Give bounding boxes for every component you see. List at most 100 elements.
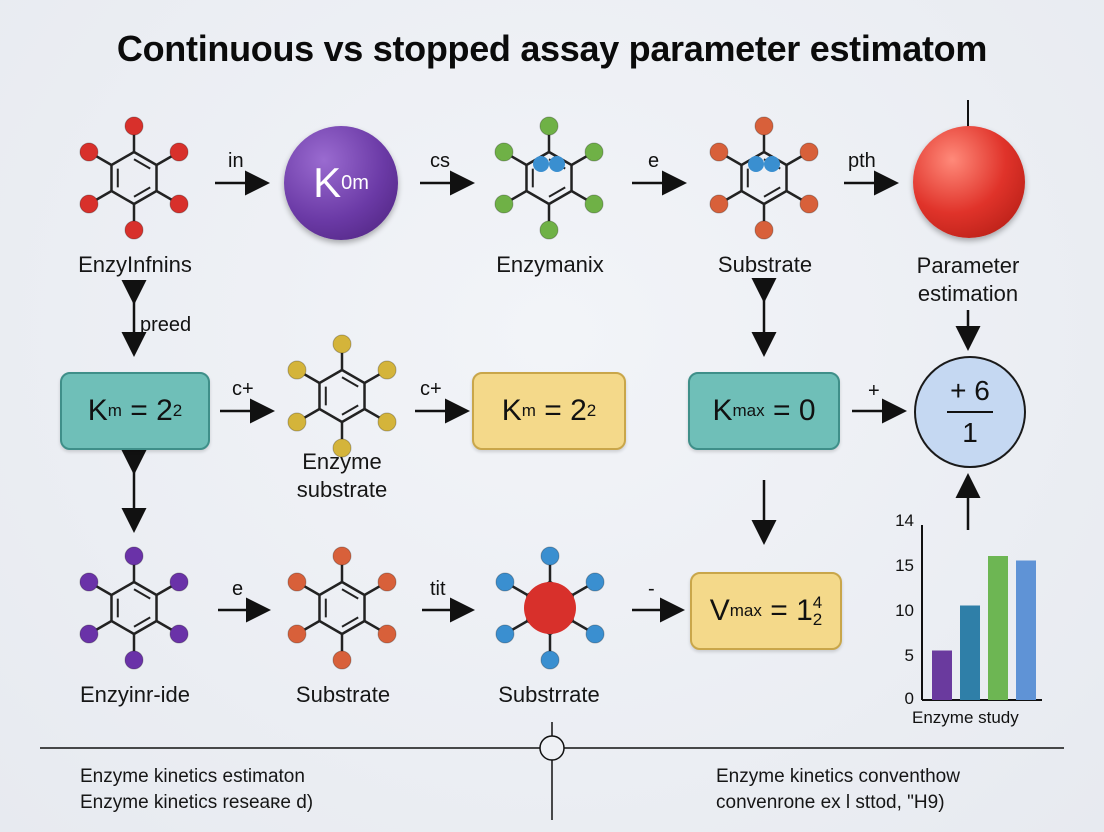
arrow-label-preed: preed	[140, 314, 192, 336]
row2-mol-label-line2: substrate	[296, 477, 388, 502]
atom-icon	[79, 194, 99, 214]
row1-sphere-label-line2: estimation	[917, 281, 1019, 306]
center-sphere-icon	[524, 582, 576, 634]
atom-icon	[799, 142, 819, 162]
atom-icon	[540, 546, 560, 566]
arrow-label-c-plus-1: c+	[232, 378, 254, 400]
molecule-row1-2	[494, 116, 604, 240]
chart-y-tick: 0	[905, 689, 914, 708]
atom-icon	[169, 194, 189, 214]
chart-bar	[932, 650, 952, 700]
row1-mol3-label: Substrate	[717, 252, 813, 277]
row3-mol3-label: Substrrate	[498, 682, 600, 707]
vmax-box-sup: 4	[812, 593, 823, 612]
footer-right: Enzyme kinetics conventhow convenrone ex…	[716, 764, 960, 816]
red-sphere-icon	[913, 126, 1025, 238]
arrow-label-dash: -	[648, 578, 655, 600]
atom-icon	[79, 624, 99, 644]
atom-icon	[494, 194, 514, 214]
inner-atom-icon	[748, 156, 764, 172]
atom-icon	[124, 650, 144, 670]
row2-mol-label: Enzyme substrate	[262, 448, 422, 504]
vmax-box-main: V	[709, 594, 730, 627]
atom-icon	[540, 650, 560, 670]
atom-icon	[287, 412, 307, 432]
atom-icon	[377, 572, 397, 592]
kmax-box-rest: = 0	[764, 394, 816, 427]
inner-atom-icon	[549, 156, 565, 172]
atom-icon	[377, 412, 397, 432]
chart-bar	[1016, 560, 1036, 700]
arrow-label-in: in	[228, 150, 244, 172]
row3-mol1-label: Enzyinr-ide	[79, 682, 191, 707]
atom-icon	[332, 334, 352, 354]
km-box-right-rest: = 2	[535, 394, 587, 427]
arrow-label-pth: pth	[848, 150, 876, 172]
atom-icon	[332, 546, 352, 566]
atom-icon	[169, 572, 189, 592]
atom-icon	[754, 220, 774, 240]
row1-sphere-label: Parameter estimation	[878, 252, 1058, 308]
molecule-row3-1	[79, 546, 189, 670]
chart-bar	[988, 556, 1008, 700]
atom-icon	[584, 142, 604, 162]
vmax-box-rest: = 1	[761, 594, 813, 627]
chart-bar	[960, 605, 980, 700]
km-box-left-rest: = 2	[121, 394, 173, 427]
k-circle-sub: 0m	[341, 171, 369, 194]
atom-icon	[332, 438, 352, 458]
vmax-box-sub2: 2	[812, 610, 823, 629]
km-box-right-sup: 2	[586, 401, 597, 420]
atom-icon	[79, 572, 99, 592]
inner-atom-icon	[764, 156, 780, 172]
atom-icon	[709, 142, 729, 162]
footer-left-line1: Enzyme kinetics estimaton	[80, 766, 305, 787]
footer-left: Enzyme kinetics estimaton Enzyme kinetic…	[80, 764, 313, 816]
atom-icon	[754, 116, 774, 136]
km-box-right-main: K	[501, 394, 522, 427]
row1-mol2-label: Enzymanix	[496, 252, 604, 277]
atom-icon	[585, 572, 605, 592]
atom-icon	[584, 194, 604, 214]
chart-y-tick: 10	[895, 601, 914, 620]
atom-icon	[494, 142, 514, 162]
footer-left-line2: Enzyme kinetics reseaʀe d)	[80, 792, 314, 813]
k-circle-main: K	[313, 159, 342, 206]
atom-icon	[124, 116, 144, 136]
atom-icon	[124, 546, 144, 566]
atom-icon	[799, 194, 819, 214]
km-box-right-sub: m	[521, 401, 536, 420]
chart-y-tick: 5	[905, 646, 914, 665]
chart-y-tick: 14	[895, 511, 914, 530]
fraction-bottom: 1	[962, 417, 978, 448]
footer-node-icon	[539, 735, 565, 761]
fraction-top: + 6	[950, 375, 990, 406]
atom-icon	[495, 624, 515, 644]
atom-icon	[377, 360, 397, 380]
km-box-left-main: K	[87, 394, 108, 427]
page-title: Continuous vs stopped assay parameter es…	[116, 28, 988, 69]
arrow-label-e: e	[648, 150, 660, 172]
atom-icon	[377, 624, 397, 644]
atom-icon	[585, 624, 605, 644]
atom-icon	[287, 360, 307, 380]
kmax-box-sub: max	[732, 401, 765, 420]
atom-icon	[124, 220, 144, 240]
arrow-label-tit: tit	[430, 578, 446, 600]
arrow-label-c-plus-2: c+	[420, 378, 442, 400]
atom-icon	[495, 572, 515, 592]
arrow-label-e-2: e	[232, 578, 244, 600]
row3-mol2-label: Substrate	[295, 682, 391, 707]
fraction-circle: + 6 1	[914, 356, 1026, 468]
kmax-box-main: K	[712, 394, 733, 427]
vmax-box-sub: max	[729, 601, 762, 620]
chart-xlabel: Enzyme study	[912, 708, 1019, 727]
inner-atom-icon	[533, 156, 549, 172]
